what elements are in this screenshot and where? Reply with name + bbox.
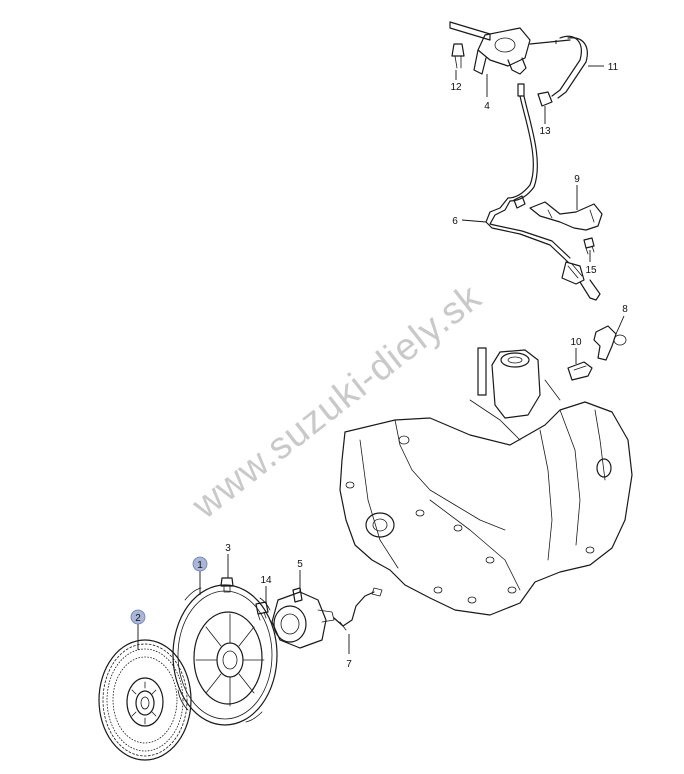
callout-5: 5	[297, 559, 303, 570]
bolt-15	[583, 237, 595, 255]
callout-8: 8	[622, 304, 628, 315]
leader-lines	[137, 40, 625, 654]
transmission-housing	[339, 347, 633, 616]
callout-12: 12	[450, 82, 462, 93]
pressure-plate	[172, 584, 278, 726]
clip-10	[567, 361, 593, 381]
callout-badge-2	[130, 609, 146, 625]
callout-13: 13	[539, 126, 551, 137]
callout-1: 1	[197, 560, 203, 571]
watermark: www.suzuki-diely.sk	[184, 276, 490, 528]
clutch-disc	[98, 639, 192, 761]
master-cylinder	[449, 21, 538, 202]
clamp-13	[537, 91, 553, 107]
callout-7: 7	[346, 659, 352, 670]
callout-4: 4	[484, 101, 490, 112]
fitting-8	[593, 325, 627, 361]
callout-10: 10	[570, 337, 582, 348]
callout-6: 6	[452, 216, 458, 227]
callout-15: 15	[585, 265, 597, 276]
bracket-9	[529, 201, 603, 231]
callout-badge-1	[192, 556, 208, 572]
callout-3: 3	[225, 543, 231, 554]
bolt-3	[220, 577, 234, 593]
callout-9: 9	[574, 174, 580, 185]
callout-14: 14	[260, 575, 272, 586]
bolt-14	[255, 601, 269, 621]
release-bearing	[271, 587, 335, 649]
pipe-7	[333, 587, 383, 631]
pipe-6	[485, 195, 601, 301]
callout-11: 11	[608, 62, 619, 73]
callout-2: 2	[135, 613, 141, 624]
reservoir-hose	[529, 35, 588, 99]
